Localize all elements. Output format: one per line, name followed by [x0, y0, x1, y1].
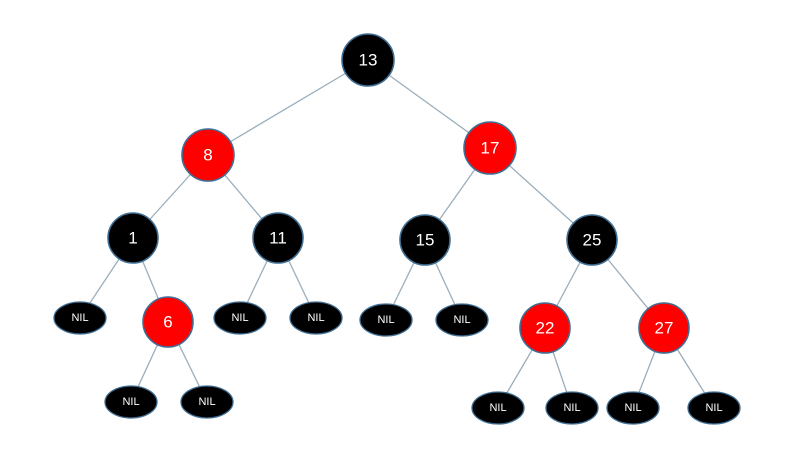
- node-11-label: 11: [269, 229, 287, 248]
- nil-leaf: NIL: [289, 301, 343, 335]
- tree-nodes: 13 8 17 1 11 15 25 6: [107, 33, 690, 354]
- nil-leaf-label: NIL: [198, 396, 215, 408]
- tree-edges: [79, 59, 715, 409]
- node-15-label: 15: [416, 231, 435, 250]
- node-22: 22: [519, 302, 571, 354]
- nil-leaf-shape: [289, 301, 343, 335]
- nil-leaf-label: NIL: [563, 402, 580, 414]
- node-22-label: 22: [536, 319, 555, 338]
- nil-leaf: NIL: [606, 391, 660, 425]
- node-6-circle: [142, 296, 194, 348]
- node-13-circle: [341, 33, 395, 87]
- node-13-label: 13: [359, 51, 378, 70]
- nil-leaf-label: NIL: [71, 312, 88, 324]
- node-8: 8: [181, 128, 235, 182]
- nil-leaf-label: NIL: [307, 312, 324, 324]
- node-22-circle: [519, 302, 571, 354]
- node-25-label: 25: [583, 231, 602, 250]
- nil-leaf-label: NIL: [377, 314, 394, 326]
- node-25: 25: [566, 214, 618, 266]
- node-8-circle: [181, 128, 235, 182]
- nil-leaf: NIL: [104, 385, 158, 419]
- node-15: 15: [399, 214, 451, 266]
- node-13: 13: [341, 33, 395, 87]
- nil-leaf-label: NIL: [624, 402, 641, 414]
- nil-leaves: NIL NIL NIL NIL NIL NIL NIL NIL: [53, 301, 741, 425]
- nil-leaf-shape: [471, 391, 525, 425]
- node-17-label: 17: [481, 139, 500, 158]
- nil-leaf: NIL: [359, 303, 413, 337]
- node-1: 1: [107, 212, 159, 264]
- node-1-label: 1: [128, 229, 137, 248]
- nil-leaf-shape: [180, 385, 234, 419]
- edge-13-8: [207, 59, 369, 156]
- nil-leaf-shape: [359, 303, 413, 337]
- nil-leaf-shape: [687, 391, 741, 425]
- nil-leaf-label: NIL: [705, 402, 722, 414]
- nil-leaf: NIL: [471, 391, 525, 425]
- node-27-circle: [638, 302, 690, 354]
- nil-leaf: NIL: [687, 391, 741, 425]
- nil-leaf-label: NIL: [489, 402, 506, 414]
- nil-leaf-label: NIL: [122, 396, 139, 408]
- node-8-label: 8: [203, 146, 212, 165]
- nil-leaf-label: NIL: [231, 312, 248, 324]
- node-6-label: 6: [163, 313, 172, 332]
- node-17-circle: [463, 121, 517, 175]
- nil-leaf-shape: [545, 391, 599, 425]
- node-27-label: 27: [655, 319, 674, 338]
- node-1-circle: [107, 212, 159, 264]
- node-25-circle: [566, 214, 618, 266]
- node-6: 6: [142, 296, 194, 348]
- nil-leaf: NIL: [435, 303, 489, 337]
- node-11: 11: [252, 212, 304, 264]
- nil-leaf-label: NIL: [453, 314, 470, 326]
- nil-leaf: NIL: [180, 385, 234, 419]
- node-15-circle: [399, 214, 451, 266]
- nil-leaf-shape: [435, 303, 489, 337]
- nil-leaf: NIL: [53, 301, 107, 335]
- nil-leaf: NIL: [545, 391, 599, 425]
- node-17: 17: [463, 121, 517, 175]
- nil-leaf-shape: [53, 301, 107, 335]
- nil-leaf-shape: [104, 385, 158, 419]
- nil-leaf-shape: [213, 301, 267, 335]
- nil-leaf-shape: [606, 391, 660, 425]
- node-11-circle: [252, 212, 304, 264]
- nil-leaf: NIL: [213, 301, 267, 335]
- node-27: 27: [638, 302, 690, 354]
